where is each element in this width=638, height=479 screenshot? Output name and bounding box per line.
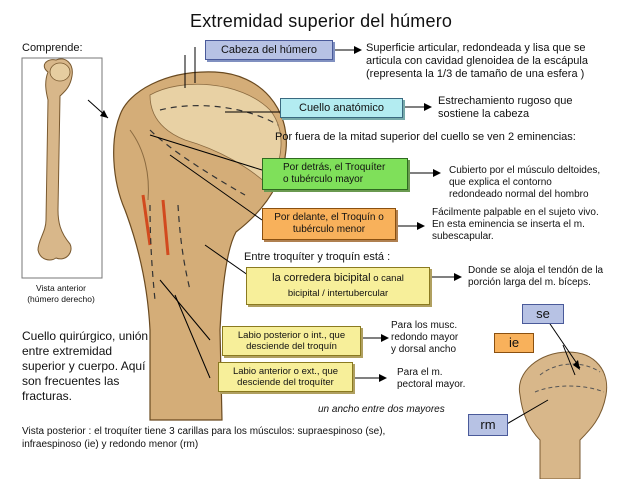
troquin-label-line-1: Por delante, el Troquín o — [274, 212, 384, 223]
posterior-note-line-2: infraespinoso (ie) y redondo menor (rm) — [22, 439, 199, 450]
troquin-desc-line-2: En esta eminencia se inserta el m. — [432, 219, 585, 230]
labio-posterior-desc-line-1: Para los musc. — [391, 320, 458, 331]
labio-anterior-desc-line-1: Para el m. — [397, 367, 443, 378]
corredera-desc-line-2: porción larga del m. bíceps. — [468, 277, 591, 288]
labio-posterior-label-line-2: desciende del troquín — [246, 341, 337, 352]
label-rm: rm — [468, 414, 508, 436]
troquiter-box: Por detrás, el Troquíter o tubérculo may… — [262, 158, 408, 190]
corredera-box: la corredera bicipital o canal bicipital… — [246, 267, 430, 305]
troquiter-description: Cubierto por el músculo deltoides, que e… — [449, 165, 600, 201]
cabeza-description: Superficie articular, redondeada y lisa … — [366, 42, 588, 81]
ancho-note: un ancho entre dos mayores — [318, 404, 445, 415]
corredera-description: Donde se aloja el tendón de la porción l… — [468, 265, 603, 289]
labio-anterior-desc-line-2: pectoral mayor. — [397, 379, 466, 390]
corredera-desc-line-1: Donde se aloja el tendón de la — [468, 265, 604, 276]
full-humerus-image — [21, 57, 103, 279]
labio-anterior-label-line-2: desciende del troquíter — [237, 377, 334, 388]
troquiter-desc-line-2: que explica el contorno — [449, 177, 552, 188]
troquin-label-line-2: tubérculo menor — [292, 224, 366, 235]
labio-anterior-description: Para el m. pectoral mayor. — [397, 367, 465, 391]
cabeza-desc-line-2: articula con cavidad glenoidea de la esc… — [366, 55, 588, 67]
corredera-label-line-2: bicipital / intertubercular — [287, 288, 389, 299]
labio-posterior-box: Labio posterior o int., que desciende de… — [222, 326, 361, 356]
troquiter-desc-line-3: redondeado normal del hombro — [449, 189, 589, 200]
page-title: Extremidad superior del húmero — [190, 11, 453, 31]
eminencias-text: Por fuera de la mitad superior del cuell… — [275, 131, 576, 143]
arrow-heads — [100, 46, 580, 382]
posterior-note: Vista posterior : el troquíter tiene 3 c… — [22, 425, 385, 451]
troquin-desc-line-3: subescapular. — [432, 231, 494, 242]
labio-anterior-box: Labio anterior o ext., que desciende del… — [218, 362, 353, 392]
bone-caption-line-2: (húmero derecho) — [27, 294, 95, 304]
troquiter-label-line-2: o tubérculo mayor — [283, 174, 364, 185]
cuello-desc-line-2: sostiene la cabeza — [438, 108, 530, 120]
cuello-description: Estrechamiento rugoso que sostiene la ca… — [438, 95, 573, 121]
cabeza-desc-line-3: (representa la 1/3 de tamaño de una esfe… — [366, 68, 585, 80]
troquiter-label-line-1: Por detrás, el Troquíter — [283, 162, 386, 173]
troquin-box: Por delante, el Troquín o tubérculo meno… — [262, 208, 396, 240]
corredera-label-line-1: la corredera bicipital o canal — [272, 271, 404, 286]
troquiter-desc-line-1: Cubierto por el músculo deltoides, — [449, 165, 601, 176]
labio-posterior-desc-line-2: redondo mayor — [391, 332, 459, 343]
cuello-quirurgico-text: Cuello quirúrgico, unión entre extremida… — [22, 329, 148, 404]
labio-posterior-label-line-1: Labio posterior o int., que — [237, 330, 346, 341]
entre-text: Entre troquíter y troquín está : — [244, 251, 391, 263]
cuello-box: Cuello anatómico — [280, 98, 403, 118]
labio-posterior-description: Para los musc. redondo mayor y dorsal an… — [391, 320, 458, 356]
proximal-humerus-image — [113, 71, 287, 421]
posterior-note-line-1: Vista posterior : el troquíter tiene 3 c… — [22, 426, 386, 437]
corredera-label-suffix: o canal — [370, 273, 404, 284]
quirurgico-line-5: fracturas. — [22, 389, 73, 403]
quirurgico-line-2: entre extremidad — [22, 344, 113, 358]
comprende-label: Comprende: — [22, 42, 83, 54]
troquin-desc-line-1: Fácilmente palpable en el sujeto vivo. — [432, 207, 599, 218]
bone-caption: Vista anterior (húmero derecho) — [6, 283, 116, 305]
quirurgico-line-1: Cuello quirúrgico, unión — [22, 329, 149, 343]
cabeza-box: Cabeza del húmero — [205, 40, 333, 60]
posterior-humerus-image — [518, 351, 608, 479]
label-se: se — [522, 304, 564, 324]
bone-caption-line-1: Vista anterior — [36, 283, 86, 293]
cuello-desc-line-1: Estrechamiento rugoso que — [438, 95, 573, 107]
cabeza-desc-line-1: Superficie articular, redondeada y lisa … — [366, 42, 586, 54]
labio-anterior-label-line-1: Labio anterior o ext., que — [232, 366, 339, 377]
corredera-label-main: la corredera bicipital — [272, 272, 371, 284]
troquin-description: Fácilmente palpable en el sujeto vivo. E… — [432, 207, 599, 243]
quirurgico-line-4: son frecuentes las — [22, 374, 120, 388]
quirurgico-line-3: superior y cuerpo. Aquí — [22, 359, 146, 373]
label-ie: ie — [494, 333, 534, 353]
labio-posterior-desc-line-3: y dorsal ancho — [391, 344, 457, 355]
